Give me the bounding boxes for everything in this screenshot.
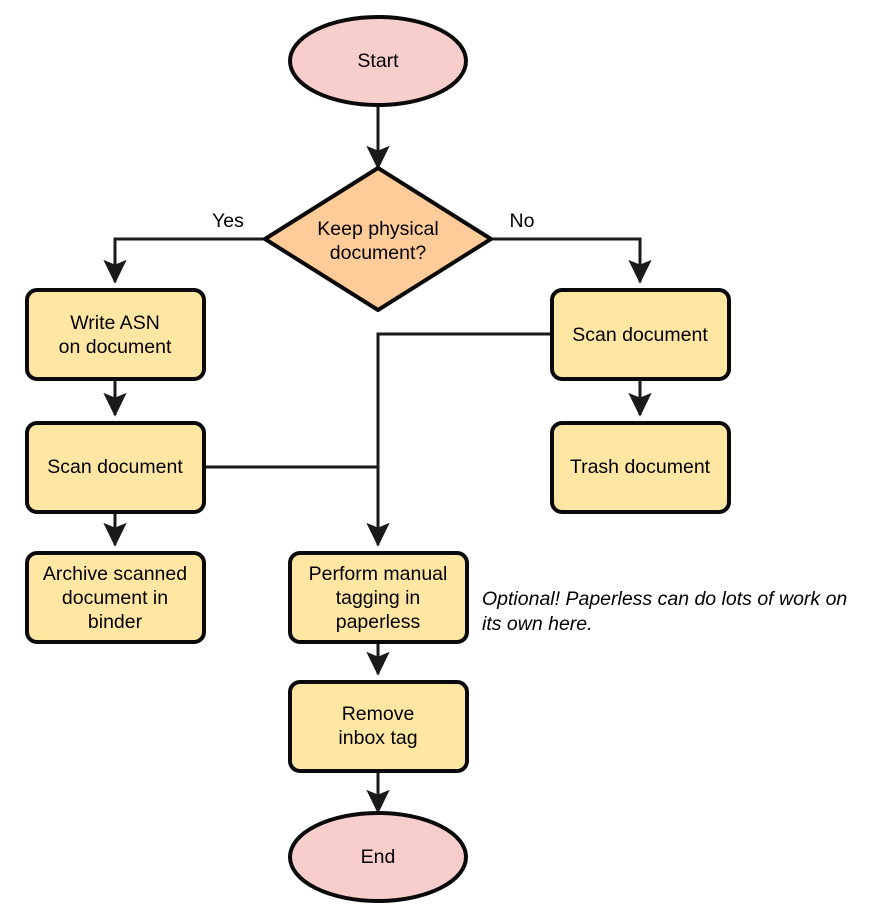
end-ellipse[interactable] [288, 811, 468, 903]
node-decision-keep-physical-document[interactable]: Keep physical document? [263, 166, 493, 312]
decision-label-line2: document? [330, 242, 427, 264]
decision-diamond[interactable] [263, 166, 493, 312]
tagging-label-line2: tagging in [336, 587, 421, 609]
start-label: Start [357, 50, 399, 72]
annotation-optional-note: Optional! Paperless can do lots of work … [482, 587, 888, 637]
write-asn-box[interactable] [25, 288, 206, 381]
tagging-label-line3: paperless [336, 611, 421, 633]
end-label: End [361, 846, 396, 868]
node-scan-document-right[interactable]: Scan document [550, 288, 731, 381]
write-asn-label-line2: on document [59, 336, 172, 358]
edge-scan-right-to-tagging [366, 332, 552, 547]
edge-decision-no-to-scan-right [491, 237, 652, 284]
node-perform-manual-tagging[interactable]: Perform manual tagging in paperless [288, 551, 469, 644]
node-scan-document-left[interactable]: Scan document [25, 421, 206, 514]
node-write-asn-on-document[interactable]: Write ASN on document [25, 288, 206, 381]
scan-document-right-box[interactable] [550, 288, 731, 381]
write-asn-label-line1: Write ASN [70, 312, 160, 334]
archive-label-line1: Archive scanned [43, 563, 187, 585]
remove-inbox-label-line1: Remove [342, 703, 415, 725]
trash-document-box[interactable] [550, 421, 731, 514]
archive-label-line2: document in [62, 587, 168, 609]
scan-document-left-box[interactable] [25, 421, 206, 514]
scan-document-left-label: Scan document [47, 456, 183, 478]
edge-label-no: No [510, 210, 535, 232]
trash-document-label: Trash document [570, 456, 711, 478]
node-archive-scanned-document[interactable]: Archive scanned document in binder [25, 551, 206, 644]
archive-box[interactable] [25, 551, 206, 644]
archive-label-line3: binder [88, 611, 143, 633]
tagging-box[interactable] [288, 551, 469, 644]
annotation-line-2: its own here. [482, 613, 593, 635]
remove-inbox-tag-box[interactable] [288, 680, 469, 773]
annotation-line-1: Optional! Paperless can do lots of work … [482, 588, 848, 610]
scan-document-right-label: Scan document [572, 324, 708, 346]
edge-label-yes: Yes [212, 210, 244, 232]
tagging-label-line1: Perform manual [309, 563, 448, 585]
start-ellipse[interactable] [288, 15, 468, 107]
edge-decision-yes-to-write-asn [103, 237, 265, 284]
node-end[interactable]: End [288, 811, 468, 903]
decision-label-line1: Keep physical [317, 218, 438, 240]
node-remove-inbox-tag[interactable]: Remove inbox tag [288, 680, 469, 773]
remove-inbox-label-line2: inbox tag [338, 727, 417, 749]
node-trash-document[interactable]: Trash document [550, 421, 731, 514]
node-start[interactable]: Start [288, 15, 468, 107]
